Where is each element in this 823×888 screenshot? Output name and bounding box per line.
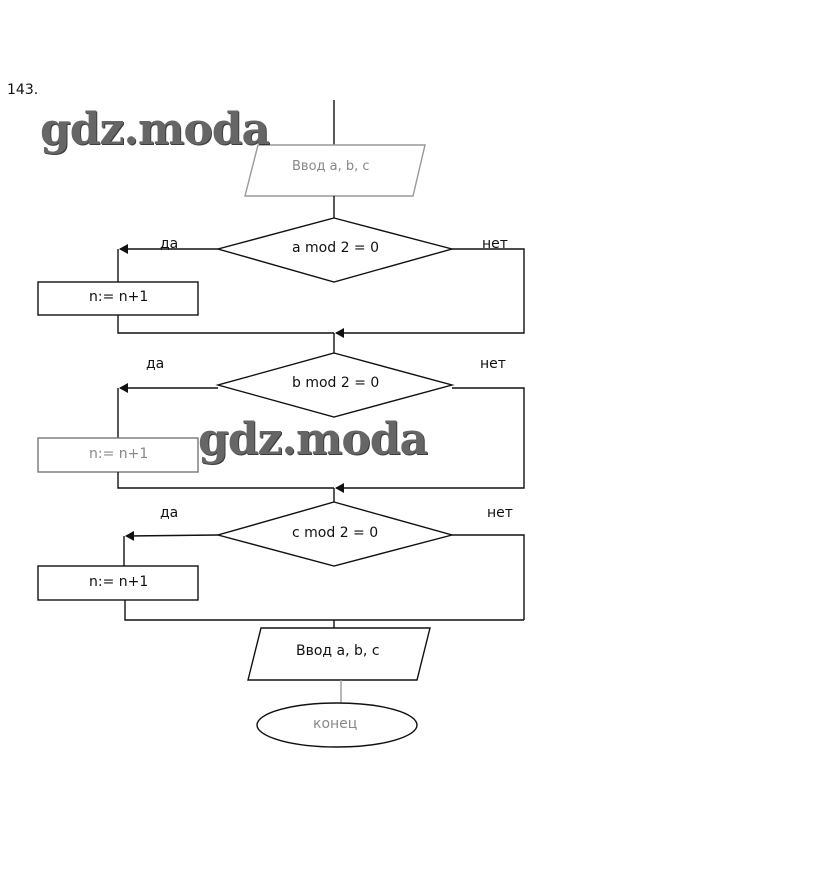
decision-diamond-2 — [215, 352, 455, 418]
problem-number: 143. — [7, 82, 39, 98]
decision-diamond-1 — [215, 217, 455, 283]
decision-1-condition: a mod 2 = 0 — [292, 240, 380, 256]
decision-2-yes-label: да — [146, 356, 165, 372]
action-box-3 — [37, 565, 199, 601]
yes-return-line-2 — [117, 472, 334, 489]
output-parallelogram — [247, 627, 431, 681]
no-branch-line-1 — [335, 248, 525, 338]
decision-1-no-label: нет — [482, 236, 508, 252]
output-block-text: Ввод a, b, c — [296, 643, 380, 659]
decision-3-condition: c mod 2 = 0 — [292, 525, 379, 541]
decision-3-no-label: нет — [487, 505, 513, 521]
end-ellipse — [256, 702, 418, 748]
input-parallelogram — [244, 144, 426, 197]
decision-1-yes-label: да — [160, 236, 179, 252]
yes-return-line-3 — [124, 600, 524, 621]
decision-2-condition: b mod 2 = 0 — [292, 375, 380, 391]
no-branch-line-3 — [452, 534, 525, 620]
decision-3-yes-label: да — [160, 505, 179, 521]
end-block-text: конец — [313, 716, 358, 732]
watermark-middle: gdz.moda — [198, 414, 428, 465]
watermark-top: gdz.moda — [40, 104, 270, 155]
decision-2-no-label: нет — [480, 356, 506, 372]
action-2-text: n:= n+1 — [89, 446, 149, 462]
yes-return-line-1 — [117, 315, 334, 334]
input-block-text: Ввод a, b, c — [292, 159, 370, 174]
action-1-text: n:= n+1 — [89, 289, 149, 305]
action-3-text: n:= n+1 — [89, 574, 149, 590]
no-branch-line-2 — [335, 387, 525, 493]
yes-branch-line-3 — [125, 530, 219, 541]
decision-diamond-3 — [215, 501, 455, 567]
